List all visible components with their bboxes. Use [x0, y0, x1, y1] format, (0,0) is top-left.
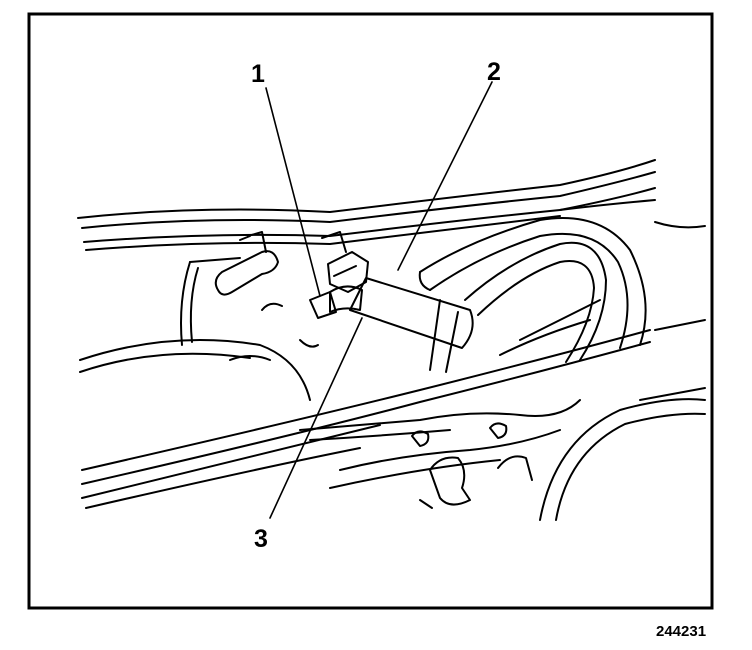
hose-item-2 — [349, 277, 474, 349]
clip-left — [411, 430, 430, 447]
callout-1: 1 — [251, 60, 265, 88]
callout-3: 3 — [254, 525, 268, 553]
mount-stud — [214, 250, 279, 296]
leader-2 — [397, 81, 493, 271]
leader-1 — [265, 87, 321, 297]
clip-right — [489, 422, 508, 439]
cable-harness — [81, 329, 651, 471]
strut-tower-right — [539, 398, 706, 521]
leader-lines — [265, 81, 493, 519]
callout-2: 2 — [487, 58, 501, 86]
retainer-tab — [309, 291, 337, 319]
figure-id: 244231 — [656, 623, 706, 640]
drawing — [77, 159, 706, 521]
heater-hose-loop — [419, 217, 647, 346]
strut-tower-left — [79, 339, 311, 401]
cowl-panel — [77, 159, 656, 219]
lower-bracket — [429, 456, 471, 506]
firewall-left — [180, 261, 191, 346]
figure-frame — [27, 12, 714, 610]
connector-item-1 — [327, 251, 369, 293]
leader-3 — [269, 317, 363, 519]
